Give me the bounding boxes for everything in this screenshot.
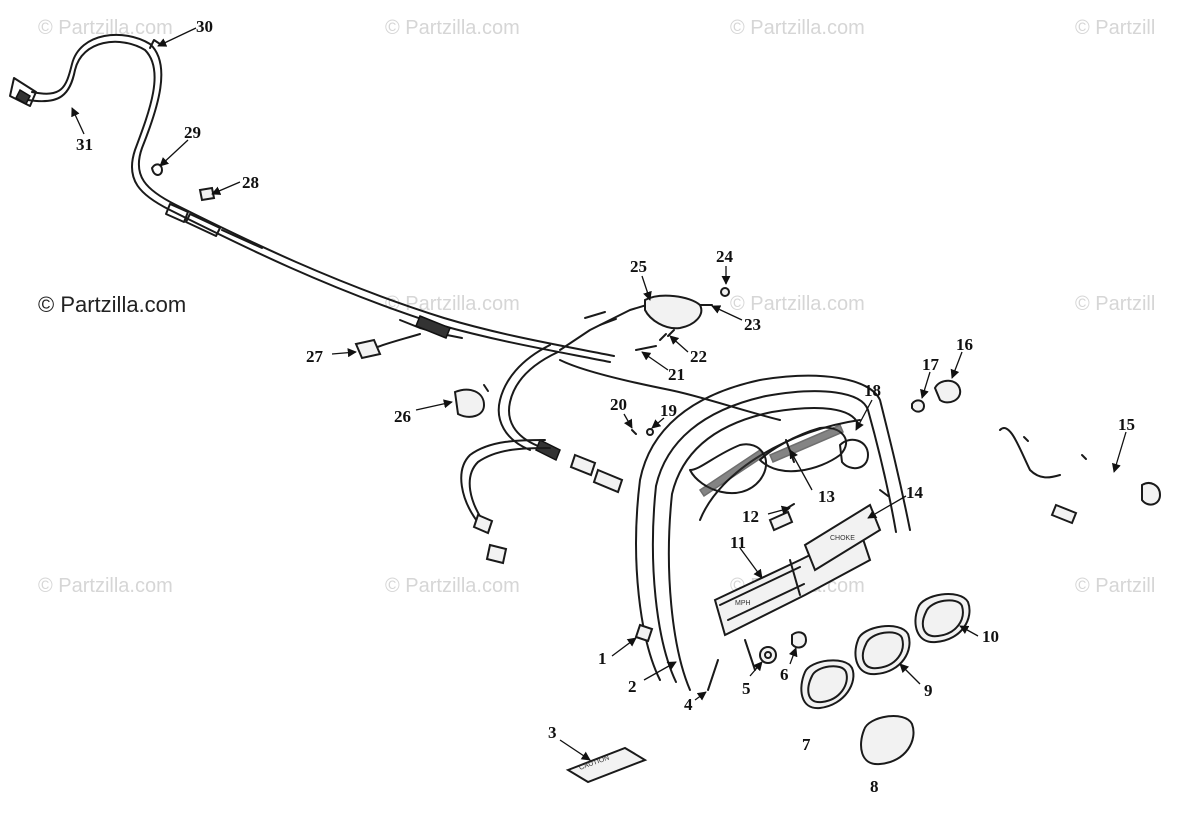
callout-number: 5 [742, 679, 751, 698]
callout-number: 14 [906, 483, 924, 502]
watermark: © Partzilla.com [385, 293, 520, 315]
callout-number: 12 [742, 507, 759, 526]
watermark: © Partzilla.com [730, 17, 865, 39]
callout-number: 15 [1118, 415, 1135, 434]
callout-19[interactable]: 19 [651, 401, 677, 429]
callout-4[interactable]: 4 [684, 691, 707, 714]
callout-number: 23 [744, 315, 761, 334]
callout-23[interactable]: 23 [711, 305, 761, 334]
callout-29[interactable]: 29 [159, 123, 201, 167]
callout-number: 8 [870, 777, 879, 796]
callout-20[interactable]: 20 [610, 395, 633, 429]
watermark: © Partzill [1075, 17, 1155, 39]
callout-number: 31 [76, 135, 93, 154]
watermarks: © Partzilla.com © Partzilla.com © Partzi… [38, 17, 1155, 597]
callout-number: 28 [242, 173, 259, 192]
callout-number: 2 [628, 677, 637, 696]
callout-number: 27 [306, 347, 324, 366]
callout-number: 1 [598, 649, 607, 668]
watermark: © Partzilla.com [38, 575, 173, 597]
callout-17[interactable]: 17 [920, 355, 940, 399]
callout-24[interactable]: 24 [716, 247, 734, 285]
callout-number: 4 [684, 695, 693, 714]
callout-number: 19 [660, 401, 677, 420]
callout-11[interactable]: 11 [730, 533, 763, 579]
callout-number: 7 [802, 735, 811, 754]
callout-12[interactable]: 12 [742, 505, 791, 526]
callout-6[interactable]: 6 [780, 647, 798, 684]
callout-number: 10 [982, 627, 999, 646]
gauge-text: CHOKE [830, 535, 855, 542]
watermark: © Partzilla.com [38, 17, 173, 39]
callout-number: 3 [548, 723, 557, 742]
callout-number: 18 [864, 381, 881, 400]
callout-28[interactable]: 28 [211, 173, 259, 195]
callout-30[interactable]: 30 [157, 17, 213, 47]
watermark: © Partzilla.com [385, 575, 520, 597]
callout-3[interactable]: 3 [548, 723, 591, 761]
gauge-text: MPH [735, 600, 751, 607]
callout-31[interactable]: 31 [71, 107, 93, 154]
callout-number: 30 [196, 17, 213, 36]
callout-number: 22 [690, 347, 707, 366]
callout-number: 6 [780, 665, 789, 684]
callout-number: 9 [924, 681, 933, 700]
callout-5[interactable]: 5 [742, 661, 763, 698]
watermark: © Partzill [1075, 575, 1155, 597]
callout-26[interactable]: 26 [394, 399, 453, 426]
callout-number: 25 [630, 257, 647, 276]
callout-2[interactable]: 2 [628, 661, 677, 696]
callout-number: 20 [610, 395, 627, 414]
callout-8[interactable]: 8 [870, 777, 879, 796]
callout-number: 16 [956, 335, 973, 354]
callout-7[interactable]: 7 [802, 735, 811, 754]
callout-14[interactable]: 14 [867, 483, 924, 519]
callouts: 1 2 3 4 5 6 7 8 9 [71, 17, 1135, 796]
callout-13[interactable]: 13 [789, 449, 835, 506]
callout-10[interactable]: 10 [959, 625, 999, 646]
callout-number: 24 [716, 247, 734, 266]
watermark: © Partzilla.com [385, 17, 520, 39]
callout-15[interactable]: 15 [1111, 415, 1135, 473]
dash-assembly: MPH CHOKE [635, 374, 911, 691]
watermark: © Partzilla.com [730, 293, 865, 315]
callout-number: 17 [922, 355, 940, 374]
callout-25[interactable]: 25 [630, 257, 652, 301]
callout-16[interactable]: 16 [950, 335, 973, 379]
callout-number: 26 [394, 407, 411, 426]
callout-number: 13 [818, 487, 835, 506]
callout-18[interactable]: 18 [855, 381, 881, 431]
callout-number: 29 [184, 123, 201, 142]
watermark: © Partzill [1075, 293, 1155, 315]
watermark-main: © Partzilla.com [38, 292, 186, 317]
callout-number: 11 [730, 533, 746, 552]
callout-21[interactable]: 21 [641, 351, 685, 384]
callout-22[interactable]: 22 [669, 335, 707, 366]
wiring-harness [9, 33, 781, 565]
callout-number: 21 [668, 365, 685, 384]
callout-27[interactable]: 27 [306, 347, 357, 366]
callout-1[interactable]: 1 [598, 637, 637, 668]
callout-9[interactable]: 9 [899, 663, 933, 700]
